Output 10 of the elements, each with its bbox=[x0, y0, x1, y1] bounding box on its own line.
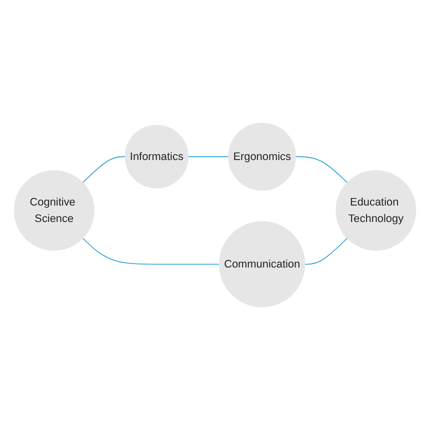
node-circle: Cognitive Science bbox=[14, 170, 94, 251]
connector bbox=[82, 238, 220, 265]
connector bbox=[304, 238, 348, 265]
connector bbox=[188, 156, 229, 158]
connector bbox=[295, 156, 348, 184]
node-circle: Informatics bbox=[124, 124, 188, 188]
node-circle: Ergonomics bbox=[228, 122, 296, 191]
connector bbox=[82, 156, 126, 184]
node-circle: Communication bbox=[219, 221, 306, 308]
node-circle: Education Technology bbox=[336, 170, 416, 251]
